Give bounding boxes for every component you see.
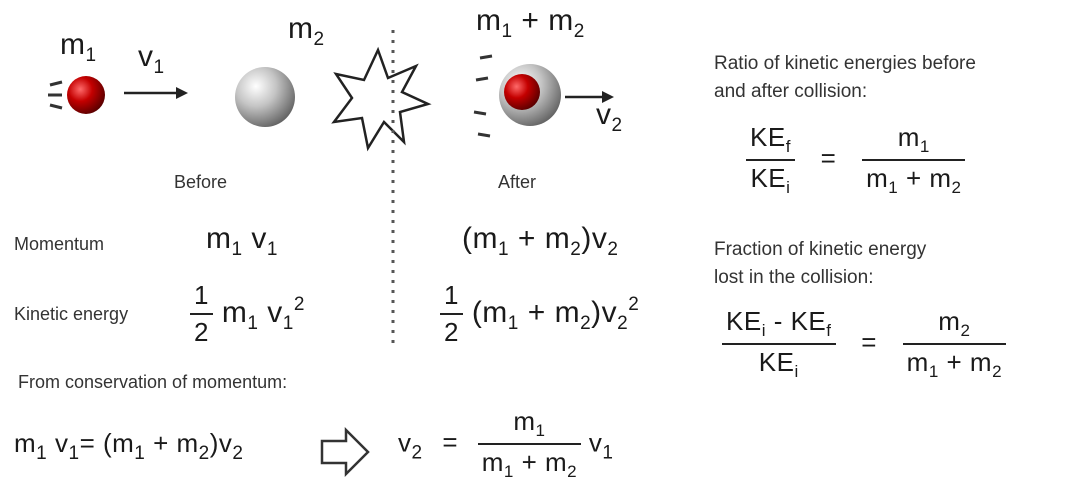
motion-lines-right bbox=[473, 54, 493, 138]
before-label: Before bbox=[174, 172, 228, 192]
red-ball-combined bbox=[504, 74, 540, 110]
label-m2: m2 bbox=[288, 12, 325, 50]
kinetic-energy-label: Kinetic energy bbox=[14, 304, 129, 324]
label-m1: m1 bbox=[60, 28, 97, 66]
label-m1-plus-m2: m1 + m2 bbox=[476, 4, 585, 42]
momentum-before: m1 v1 bbox=[206, 222, 278, 260]
label-v2: v2 bbox=[596, 98, 623, 136]
ratio-lhs-fraction: KEf KEi bbox=[746, 122, 795, 199]
v1-arrow bbox=[124, 87, 188, 99]
ratio-equation: KEf KEi = m1 m1 + m2 bbox=[746, 122, 966, 199]
after-label: After bbox=[498, 172, 537, 192]
implies-arrow bbox=[320, 426, 370, 478]
conservation-rhs: v2 = m1 m1 + m2 v1 bbox=[398, 406, 614, 483]
v2-fraction: m1 m1 + m2 bbox=[477, 406, 582, 483]
fraction-lost-equation: KEi - KEf KEi = m2 m1 + m2 bbox=[722, 306, 1007, 383]
fraction-lhs: KEi - KEf KEi bbox=[722, 306, 836, 383]
grey-ball-m2 bbox=[235, 67, 295, 127]
ratio-text: Ratio of kinetic energies before and aft… bbox=[714, 53, 976, 102]
collision-starburst bbox=[331, 46, 432, 152]
fraction-rhs: m2 m1 + m2 bbox=[902, 306, 1007, 383]
ratio-rhs-fraction: m1 m1 + m2 bbox=[862, 122, 966, 199]
label-v1: v1 bbox=[138, 40, 165, 78]
momentum-label: Momentum bbox=[14, 234, 105, 254]
momentum-after: (m1 + m2)v2 bbox=[462, 222, 619, 260]
conservation-text: From conservation of momentum: bbox=[18, 372, 288, 392]
conservation-lhs: m1 v1= (m1 + m2)v2 bbox=[14, 428, 244, 464]
motion-lines-left bbox=[48, 80, 63, 110]
fraction-lost-text: Fraction of kinetic energy lost in the c… bbox=[714, 239, 927, 288]
red-ball-m1 bbox=[67, 76, 105, 114]
v2-arrow bbox=[565, 91, 614, 103]
